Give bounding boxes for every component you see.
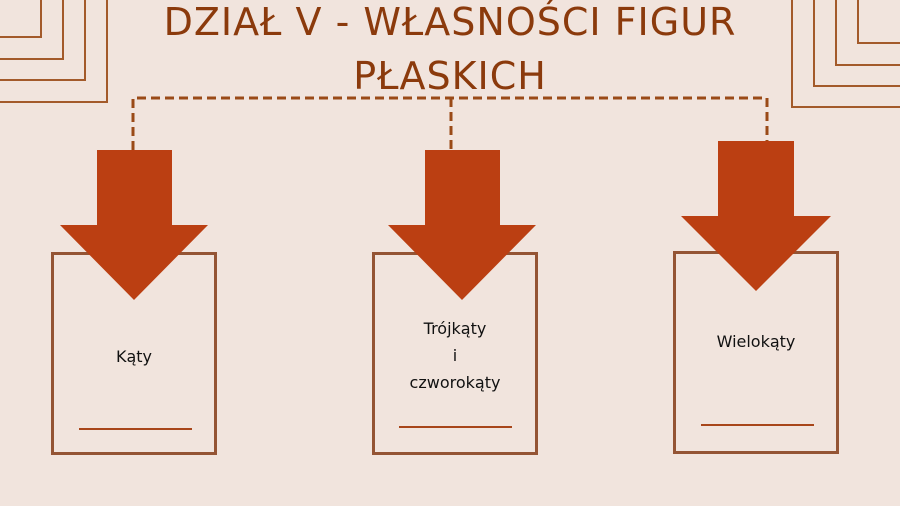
arrow-down-icon [388, 150, 536, 300]
branch-label-line-2: i [452, 346, 458, 365]
slide-title: DZIAŁ V - WŁASNOŚCI FIGUR PŁASKICH [150, 0, 750, 103]
answer-line [399, 426, 512, 428]
title-line-1: DZIAŁ V - WŁASNOŚCI FIGUR [163, 0, 737, 44]
arrow-down-icon [60, 150, 208, 300]
branch-label-line-1: Trójkąty [423, 319, 487, 338]
branch-label: Kąty [115, 347, 153, 366]
answer-line [701, 424, 814, 426]
arrow-down-icon [681, 141, 831, 291]
title-line-2: PŁASKICH [353, 54, 547, 98]
branch-label-line-3: czworokąty [409, 373, 501, 392]
branch-label: Wielokąty [716, 332, 796, 351]
answer-line [79, 428, 192, 430]
